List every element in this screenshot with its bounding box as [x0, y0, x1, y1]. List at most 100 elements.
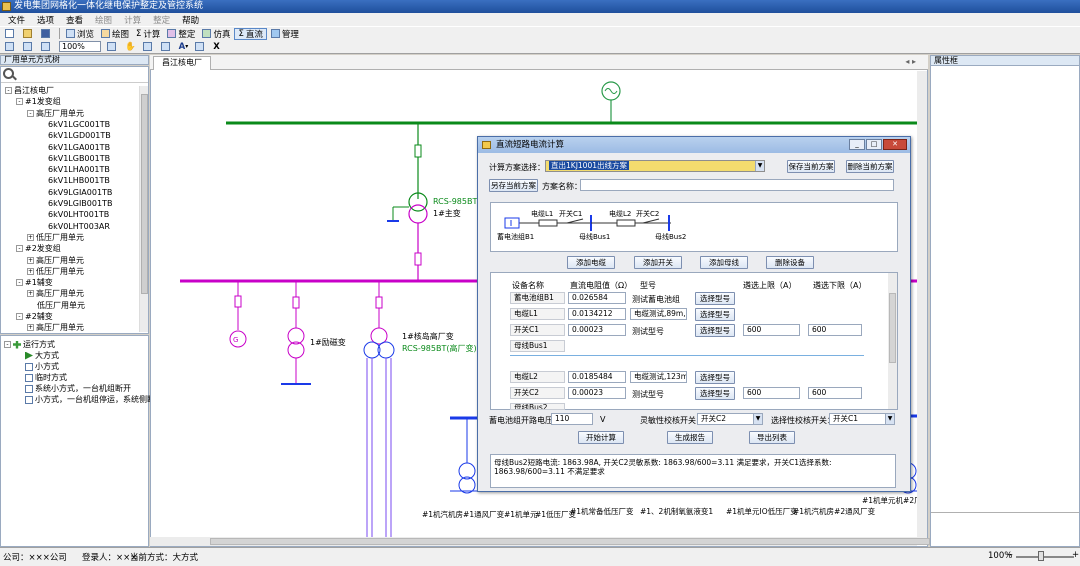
battery-icon[interactable] — [505, 218, 519, 228]
mode-item[interactable]: 临时方式 — [25, 373, 67, 382]
clear-button[interactable]: X — [210, 41, 223, 53]
row-model-input[interactable]: 电缆测试,123m,1 — [630, 371, 687, 383]
text-button[interactable]: A▾ — [176, 41, 192, 53]
row-lower-input[interactable]: 600 — [808, 387, 862, 399]
scheme-select[interactable]: 直出1KJ1001出线方案 ▼ — [545, 160, 765, 172]
tree-node[interactable]: -#1辅变 — [16, 278, 53, 287]
expand-icon[interactable]: + — [27, 268, 34, 275]
scheme-name-input[interactable] — [580, 179, 894, 191]
tree-node[interactable]: 6kV9LGIA001TB — [38, 188, 112, 197]
collapse-icon[interactable]: - — [16, 279, 23, 286]
fit-button[interactable] — [104, 41, 121, 53]
chevron-down-icon[interactable]: ▼ — [885, 414, 894, 424]
row-resistance-input[interactable]: 0.026584 — [568, 292, 626, 304]
home-button[interactable] — [2, 41, 19, 53]
chevron-down-icon[interactable]: ▼ — [753, 414, 762, 424]
sim-button[interactable]: 仿真 — [199, 28, 233, 40]
tree-node[interactable]: 6kV1LHA001TB — [38, 165, 110, 174]
tab-changjiang[interactable]: 昌江核电厂 — [153, 56, 211, 70]
save-as-scheme-button[interactable]: 另存当前方案 — [489, 179, 538, 192]
tree-node[interactable]: 6kV9LGIB001TB — [38, 199, 112, 208]
tree-node[interactable]: +低压厂用单元 — [27, 267, 84, 276]
expand-icon[interactable]: + — [27, 234, 34, 241]
start-calc-button[interactable]: 开始计算 — [578, 431, 624, 444]
zoom-in-icon[interactable]: + — [1072, 550, 1079, 560]
bold-button[interactable] — [192, 41, 209, 53]
cable-icon[interactable] — [539, 220, 557, 226]
zoom-out-button[interactable] — [38, 41, 55, 53]
tree-node[interactable]: +高压厂用单元 — [27, 323, 84, 332]
select-model-button[interactable]: 选择型号 — [695, 292, 735, 305]
tree-node[interactable]: -#2发变组 — [16, 244, 61, 253]
main-tx-bottom[interactable] — [409, 205, 427, 223]
cable-icon[interactable] — [617, 220, 635, 226]
dialog-title-bar[interactable]: 直流短路电流计算 _ □ ✕ — [478, 137, 910, 153]
add-bus-button[interactable]: 添加母线 — [700, 256, 748, 269]
collapse-icon[interactable]: - — [16, 245, 23, 252]
selectivity-select[interactable]: 开关C1 ▼ — [829, 413, 895, 425]
breaker-symbol[interactable] — [376, 297, 382, 308]
save-scheme-button[interactable]: 保存当前方案 — [787, 160, 835, 173]
tree-node[interactable]: -#1发变组 — [16, 97, 61, 106]
canvas-hscroll-thumb[interactable] — [210, 538, 930, 545]
breaker-symbol[interactable] — [235, 296, 241, 307]
collapse-icon[interactable]: - — [4, 341, 11, 348]
tree-node[interactable]: 低压厂用单元 — [27, 301, 85, 310]
tree-node[interactable]: +高压厂用单元 — [27, 289, 84, 298]
tree-node[interactable]: 6kV1LGA001TB — [38, 143, 110, 152]
menu-help[interactable]: 帮助 — [178, 14, 207, 26]
canvas-vscroll[interactable] — [917, 71, 927, 541]
tree-node[interactable]: 6kV0LHT003AR — [38, 222, 110, 231]
row-resistance-input[interactable]: 0.00023 — [568, 324, 626, 336]
add-switch-button[interactable]: 添加开关 — [634, 256, 682, 269]
browse-button[interactable]: 浏览 — [63, 28, 97, 40]
menu-file[interactable]: 文件 — [4, 14, 33, 26]
maximize-button[interactable]: □ — [866, 139, 882, 150]
refresh-button[interactable] — [140, 41, 157, 53]
breaker-symbol[interactable] — [415, 253, 421, 265]
row-lower-input[interactable]: 600 — [808, 324, 862, 336]
tree-search-bar[interactable] — [1, 67, 148, 83]
device-table-scrollbar[interactable] — [888, 273, 897, 409]
minimize-button[interactable]: _ — [849, 139, 865, 150]
menu-options[interactable]: 选项 — [33, 14, 62, 26]
tree-node[interactable]: 6kV0LHT001TB — [38, 210, 109, 219]
zoom-out-icon[interactable]: − — [1006, 550, 1013, 560]
select-model-button[interactable]: 选择型号 — [695, 324, 735, 337]
manage-button[interactable]: 管理 — [268, 28, 302, 40]
switch-icon[interactable] — [643, 219, 659, 223]
export-list-button[interactable]: 导出列表 — [749, 431, 795, 444]
collapse-icon[interactable]: - — [16, 98, 23, 105]
generate-report-button[interactable]: 生成报告 — [667, 431, 713, 444]
row-resistance-input[interactable]: 0.0134212 — [568, 308, 626, 320]
open-button[interactable] — [20, 28, 37, 40]
expand-icon[interactable]: + — [27, 257, 34, 264]
row-model-input[interactable]: 电缆测试,89m,1# — [630, 308, 687, 320]
expand-icon[interactable]: + — [27, 324, 34, 331]
collapse-icon[interactable]: - — [5, 87, 12, 94]
tree-node[interactable]: 6kV1LGB001TB — [38, 154, 110, 163]
mode-item[interactable]: 小方式，一台机组停运，系统侧断开 — [25, 395, 163, 404]
mode-item[interactable]: 系统小方式，一台机组断开 — [25, 384, 131, 393]
row-resistance-input[interactable]: 0.0185484 — [568, 371, 626, 383]
delete-scheme-button[interactable]: 删除当前方案 — [846, 160, 894, 173]
expand-icon[interactable]: + — [27, 290, 34, 297]
collapse-icon[interactable]: - — [16, 313, 23, 320]
breaker-symbol[interactable] — [293, 297, 299, 308]
close-button[interactable]: ✕ — [883, 139, 907, 150]
calc-button[interactable]: Σ计算 — [133, 28, 163, 40]
menu-calc[interactable]: 计算 — [120, 14, 149, 26]
mode-root[interactable]: -运行方式 — [4, 340, 55, 349]
tree-node[interactable]: +低压厂用单元 — [27, 233, 84, 242]
delete-device-button[interactable]: 删除设备 — [766, 256, 814, 269]
grid-button[interactable] — [158, 41, 175, 53]
zoom-slider-track[interactable] — [1016, 556, 1074, 558]
row-upper-input[interactable]: 600 — [743, 387, 800, 399]
zoom-select[interactable]: 100% — [59, 41, 101, 52]
zoom-in-button[interactable] — [20, 41, 37, 53]
dc-button[interactable]: Σ直流 — [234, 28, 266, 40]
sensitivity-select[interactable]: 开关C2 ▼ — [697, 413, 763, 425]
switch-icon[interactable] — [567, 219, 583, 223]
new-button[interactable] — [2, 28, 19, 40]
breaker-symbol[interactable] — [415, 145, 421, 157]
